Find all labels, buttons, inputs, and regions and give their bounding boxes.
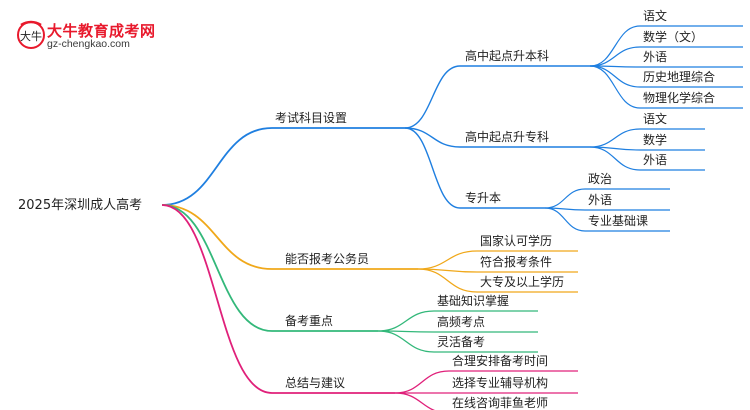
leaf-node-0-1: 数学（文） — [643, 29, 703, 44]
leaf-node-b1-0: 国家认可学历 — [480, 233, 552, 248]
leaf-node-2-1: 外语 — [588, 193, 612, 207]
edge-root-branch-3 — [161, 204, 273, 394]
edge-branch3-leaf-0 — [394, 370, 450, 394]
edge-sub2-leaf-0 — [544, 188, 586, 209]
edge-sub0-leaf-1 — [589, 46, 641, 67]
leaf-node-0-0: 语文 — [643, 8, 667, 23]
leaf-node-b1-2: 大专及以上学历 — [480, 274, 564, 289]
edge-branch1-leaf-0 — [417, 250, 478, 270]
branch-node-1: 能否报考公务员 — [285, 251, 369, 266]
edge-sub0-leaf-4 — [589, 65, 641, 109]
edge-branch2-leaf-2 — [377, 330, 435, 353]
mindmap-nodes: 2025年深圳成人高考考试科目设置高中起点升本科语文数学（文）外语历史地理综合物… — [18, 8, 715, 410]
edge-branch0-sub-1 — [404, 127, 461, 148]
leaf-node-b1-1: 符合报考条件 — [480, 254, 552, 269]
edge-sub1-leaf-0 — [589, 128, 641, 148]
edge-branch0-sub-2 — [404, 127, 461, 209]
edge-sub1-leaf-2 — [589, 146, 641, 171]
branch-node-3: 总结与建议 — [285, 376, 345, 390]
leaf-node-2-0: 政治 — [588, 172, 612, 186]
leaf-node-1-2: 外语 — [643, 153, 667, 167]
leaf-node-b3-0: 合理安排备考时间 — [452, 353, 548, 368]
edge-sub2-leaf-2 — [544, 207, 586, 232]
leaf-node-b2-1: 高频考点 — [437, 314, 485, 329]
leaf-node-1-1: 数学 — [643, 132, 667, 147]
leaf-node-0-2: 外语 — [643, 50, 667, 64]
sub-node-2: 专升本 — [465, 190, 501, 205]
edge-root-branch-1 — [161, 204, 273, 270]
logo-mark-text: 大牛 — [20, 29, 42, 43]
logo-title: 大牛教育成考网 — [47, 22, 156, 40]
logo-icon: 大牛 — [16, 17, 46, 51]
edge-branch0-sub-0 — [404, 65, 461, 129]
branch-node-0: 考试科目设置 — [275, 110, 347, 125]
edge-sub0-leaf-0 — [589, 25, 641, 67]
edge-branch1-leaf-2 — [417, 268, 478, 293]
leaf-node-b2-0: 基础知识掌握 — [437, 293, 509, 308]
leaf-node-b3-1: 选择专业辅导机构 — [452, 375, 548, 390]
sub-node-1: 高中起点升专科 — [465, 129, 549, 144]
leaf-node-2-2: 专业基础课 — [588, 213, 648, 228]
edge-branch2-leaf-0 — [377, 310, 435, 332]
edge-branch3-leaf-2 — [394, 392, 436, 410]
leaf-node-b2-2: 灵活备考 — [437, 335, 485, 349]
edge-root-branch-2 — [161, 204, 273, 332]
root-node: 2025年深圳成人高考 — [18, 197, 142, 213]
leaf-node-0-4: 物理化学综合 — [643, 90, 715, 105]
edge-root-branch-0 — [161, 127, 273, 206]
leaf-node-b3-2: 在线咨询菲鱼老师 — [452, 395, 548, 410]
logo-url: gz-chengkao.com — [47, 38, 130, 50]
branch-node-2: 备考重点 — [285, 314, 333, 328]
leaf-node-0-3: 历史地理综合 — [643, 69, 715, 84]
edge-sub0-leaf-3 — [589, 65, 641, 88]
mindmap-edges — [161, 25, 743, 410]
leaf-node-1-0: 语文 — [643, 111, 667, 126]
sub-node-0: 高中起点升本科 — [465, 48, 549, 63]
